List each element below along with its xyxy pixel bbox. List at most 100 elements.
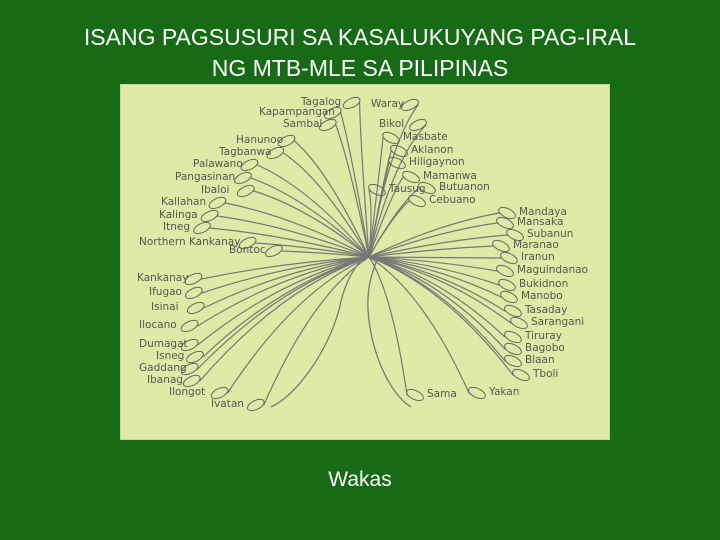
leaf-pangasinan [234,171,252,185]
language-label-gaddang: Gaddang [139,362,187,374]
language-label-dumagat: Dumagat [139,338,188,350]
language-label-manobo: Manobo [521,290,563,302]
leaf-tagbanwa [266,146,285,160]
language-label-bagobo: Bagobo [525,342,565,354]
language-label-tasaday: Tasaday [524,304,567,316]
branch-kallahan [224,202,370,258]
leaf-ibaloi [236,184,255,198]
branch-tiruray [368,256,506,338]
leaf-tagalog [342,96,361,110]
leaf-maguindanao [496,264,514,278]
branch-northern-kankanay [255,242,370,258]
branch-cebuano [368,200,410,258]
leaf-maranao [492,239,510,253]
language-label-mamanwa: Mamanwa [423,170,477,182]
language-label-kallahan: Kallahan [161,196,206,208]
leaf-blaan [504,354,522,368]
branch-bontoc [281,250,370,258]
leaf-sama [406,388,424,402]
language-label-bikol: Bikol [379,118,404,130]
language-label-blaan: Blaan [525,354,555,366]
branch-kapampangan [340,112,370,258]
leaf-palawano [240,158,259,172]
leaf-masbate [382,131,400,145]
leaf-ibanag [182,374,201,388]
leaf-bagobo [504,342,522,356]
language-label-kapampangan: Kapampangan [259,106,335,118]
branch-ilocano [197,256,370,327]
branch-iranun [368,256,502,259]
branch-manobo [368,256,502,298]
branch-mansaka [368,222,498,258]
branch-subanun [368,234,508,258]
branch-itneg [209,227,370,258]
language-label-waray: Waray [371,98,404,110]
slide-title: ISANG PAGSUSURI SA KASALUKUYANG PAG-IRAL… [0,22,720,84]
language-label-ibaloi: Ibaloi [201,184,229,196]
language-label-cebuano: Cebuano [429,194,476,206]
leaf-waray [401,98,419,112]
branch-maranao [368,245,494,258]
branch-ibanag [199,256,370,382]
branch-tagalog [359,102,370,258]
footer-text: Wakas [328,468,392,491]
branch-hiligaynon [368,162,390,258]
branch-bikol [368,124,427,258]
title-line-1: ISANG PAGSUSURI SA KASALUKUYANG PAG-IRAL [83,24,637,50]
branch-ibaloi [253,190,370,258]
language-tree-diagram: TagalogKapampanganSambalWarayBikolHanuno… [137,96,588,412]
leaf-aklanon [390,144,408,158]
leaf-tausug [368,183,386,197]
language-label-pangasinan: Pangasinan [175,171,235,183]
language-label-aklanon: Aklanon [411,144,453,156]
branch-mandaya [368,212,500,258]
branch-sama [368,256,408,396]
language-label-bukidnon: Bukidnon [519,278,568,290]
leaf-tiruray [504,330,522,344]
leaf-mamanwa [402,170,420,184]
branch-gaddang [197,256,370,370]
language-label-tiruray: Tiruray [524,330,562,342]
leaf-manobo [500,290,518,304]
branch-sarangani [368,256,512,324]
leaf-tboli [512,368,530,382]
leaf-iranun [500,251,518,265]
branch-pangasinan [250,177,370,258]
leaf-hanunoo [277,134,296,148]
branch-kankanay [200,256,370,280]
leaf-isinai [186,301,205,315]
leaf-ilongot [210,386,229,400]
language-label-ibanag: Ibanag [147,374,183,386]
language-label-isneg: Isneg [156,350,184,362]
branch-ilongot [227,256,370,394]
leaf-gaddang [180,362,199,376]
language-label-tagalog: Tagalog [300,96,341,108]
leaf-ifugao [184,286,203,300]
leaf-tasaday [504,304,522,318]
branch-maguindanao [368,256,498,272]
language-label-ilongot: Ilongot [169,386,205,398]
leaf-dumagat [180,338,199,352]
leaf-kapampangan [323,106,342,120]
branch-masbate [368,137,384,258]
branch-palawano [256,164,370,258]
branch-bagobo [368,256,506,350]
leaf-kankanay [184,272,203,286]
branch-isneg [202,256,370,358]
language-label-sambal: Sambal [283,118,322,130]
language-label-ivatan: Ivatan [211,398,244,410]
language-label-itneg: Itneg [163,221,190,233]
language-label-butuanon: Butuanon [439,181,490,193]
language-label-yakan: Yakan [488,386,519,398]
leaf-mansaka [496,216,514,230]
leaf-kalinga [200,209,219,223]
leaf-sambal [318,118,337,132]
language-label-tausug: Tausug [388,183,426,195]
language-label-kalinga: Kalinga [159,209,198,221]
language-label-sama: Sama [427,388,457,400]
branch-tboli [368,256,514,376]
leaf-mandaya [498,206,516,220]
language-label-maranao: Maranao [513,239,559,251]
branch-dumagat [197,256,370,346]
